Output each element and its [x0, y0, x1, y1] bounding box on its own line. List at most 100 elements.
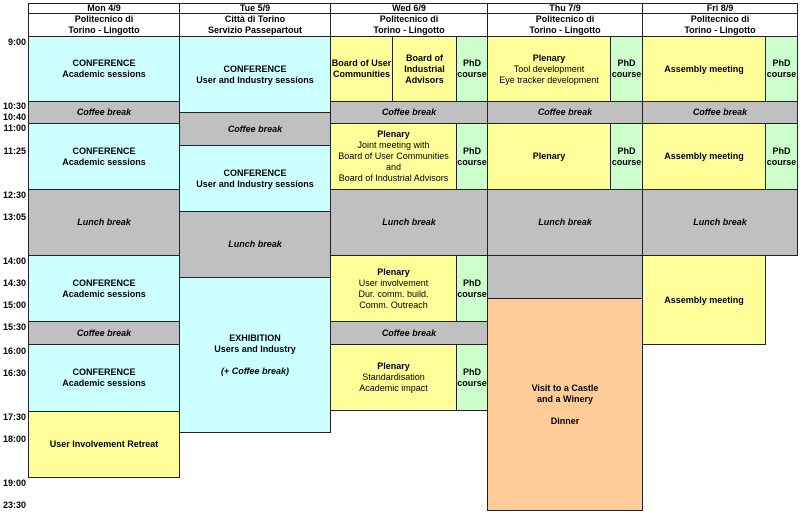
- session-subtitle: Academic sessions: [62, 156, 146, 167]
- time-label: 15:30: [2, 322, 26, 332]
- thu-lunch: Lunch break: [487, 189, 643, 256]
- break-label: Coffee break: [692, 107, 748, 117]
- session-subtitle: Academic sessions: [62, 288, 146, 299]
- mon-coffee-2: Coffee break: [28, 321, 180, 345]
- time-label: 16:00: [2, 346, 26, 356]
- wed-lunch: Lunch break: [330, 189, 488, 256]
- tue-coffee: Coffee break: [179, 112, 331, 146]
- phd-label: PhD: [463, 145, 481, 156]
- tue-lunch: Lunch break: [179, 211, 331, 278]
- session-title: CONFERENCE: [72, 277, 136, 288]
- mon-lunch: Lunch break: [28, 189, 180, 256]
- time-label: 23:30: [2, 500, 26, 510]
- mon-retreat: User Involvement Retreat: [28, 411, 180, 478]
- break-label: Lunch break: [228, 239, 282, 249]
- phd-label: course: [457, 288, 487, 299]
- time-label: 10:30: [2, 101, 26, 111]
- time-label: 17:30: [2, 412, 26, 422]
- phd-label: PhD: [617, 145, 636, 156]
- session-subtitle: User and Industry sessions: [196, 74, 314, 85]
- break-label: Coffee break: [76, 327, 132, 338]
- time-label: 9:00: [7, 37, 26, 47]
- session-title: Assembly meeting: [664, 294, 744, 305]
- session-title: EXHIBITION: [229, 333, 281, 343]
- break-label: Coffee break: [381, 327, 437, 338]
- session-title: Plenary: [377, 266, 410, 277]
- time-label: 14:00: [2, 256, 26, 266]
- venue-line: Politecnico di: [535, 14, 595, 24]
- wed-coffee-1: Coffee break: [330, 101, 488, 124]
- session-title: CONFERENCE: [223, 167, 287, 178]
- session-title: CONFERENCE: [223, 63, 287, 74]
- wed-coffee-2: Coffee break: [330, 321, 488, 345]
- phd-label: PhD: [463, 366, 481, 377]
- session-line: and: [385, 162, 402, 172]
- thu-free-block: [487, 255, 643, 299]
- time-label: 19:00: [2, 478, 26, 488]
- session-line: Board of Industrial Advisors: [338, 173, 449, 183]
- venue-line: Politecnico di: [74, 14, 134, 24]
- session-title: Plenary: [532, 151, 566, 161]
- venue-line: Città di Torino: [224, 14, 286, 24]
- session-line: Joint meeting with: [357, 140, 430, 150]
- session-title: CONFERENCE: [72, 145, 136, 156]
- phd-label: course: [766, 69, 797, 79]
- phd-label: course: [766, 156, 797, 167]
- session-line: Comm. Outreach: [359, 299, 428, 310]
- session-title: User Involvement Retreat: [49, 439, 159, 449]
- time-label: 16:30: [2, 368, 26, 378]
- session-subtitle: Dinner: [550, 415, 580, 426]
- phd-label: course: [457, 156, 487, 167]
- break-label: Lunch break: [693, 217, 747, 227]
- phd-label: PhD: [772, 145, 791, 156]
- session-title: Board of User Communities: [331, 58, 392, 79]
- fri-assembly-1: Assembly meeting: [642, 36, 766, 102]
- session-title: Assembly meeting: [664, 151, 744, 161]
- venue-line: Politecnico di: [379, 14, 439, 24]
- break-label: Coffee break: [76, 107, 132, 117]
- session-title: Assembly meeting: [664, 63, 744, 74]
- time-label: 18:00: [2, 434, 26, 444]
- break-label: Lunch break: [77, 217, 131, 227]
- thu-coffee: Coffee break: [487, 101, 643, 124]
- phd-label: PhD: [463, 277, 481, 288]
- fri-coffee: Coffee break: [642, 101, 798, 124]
- time-label: 14:30: [2, 278, 26, 288]
- session-title: Plenary: [532, 52, 566, 63]
- session-line: Academic impact: [359, 383, 428, 393]
- fri-lunch: Lunch break: [642, 189, 798, 256]
- time-label: 13:05: [2, 212, 26, 222]
- phd-label: PhD: [463, 58, 481, 68]
- fri-assembly-3: Assembly meeting: [642, 255, 766, 345]
- time-label: 11:25: [3, 146, 26, 156]
- venue-line: Politecnico di: [690, 14, 750, 24]
- session-line: User involvement: [358, 277, 429, 288]
- session-line: Eye tracker development: [499, 74, 599, 85]
- phd-label: course: [611, 156, 642, 167]
- break-label: Lunch break: [382, 217, 436, 227]
- phd-label: course: [611, 69, 642, 79]
- break-label: Coffee break: [381, 107, 437, 117]
- session-subtitle: User and Industry sessions: [196, 178, 314, 189]
- wed-board-industrial: Board of Industrial Advisors: [392, 36, 457, 102]
- break-label: Lunch break: [538, 217, 592, 227]
- venue-line: Torino - Lingotto: [68, 25, 140, 35]
- venue-line: Torino - Lingotto: [684, 25, 756, 35]
- break-label: Coffee break: [227, 123, 283, 134]
